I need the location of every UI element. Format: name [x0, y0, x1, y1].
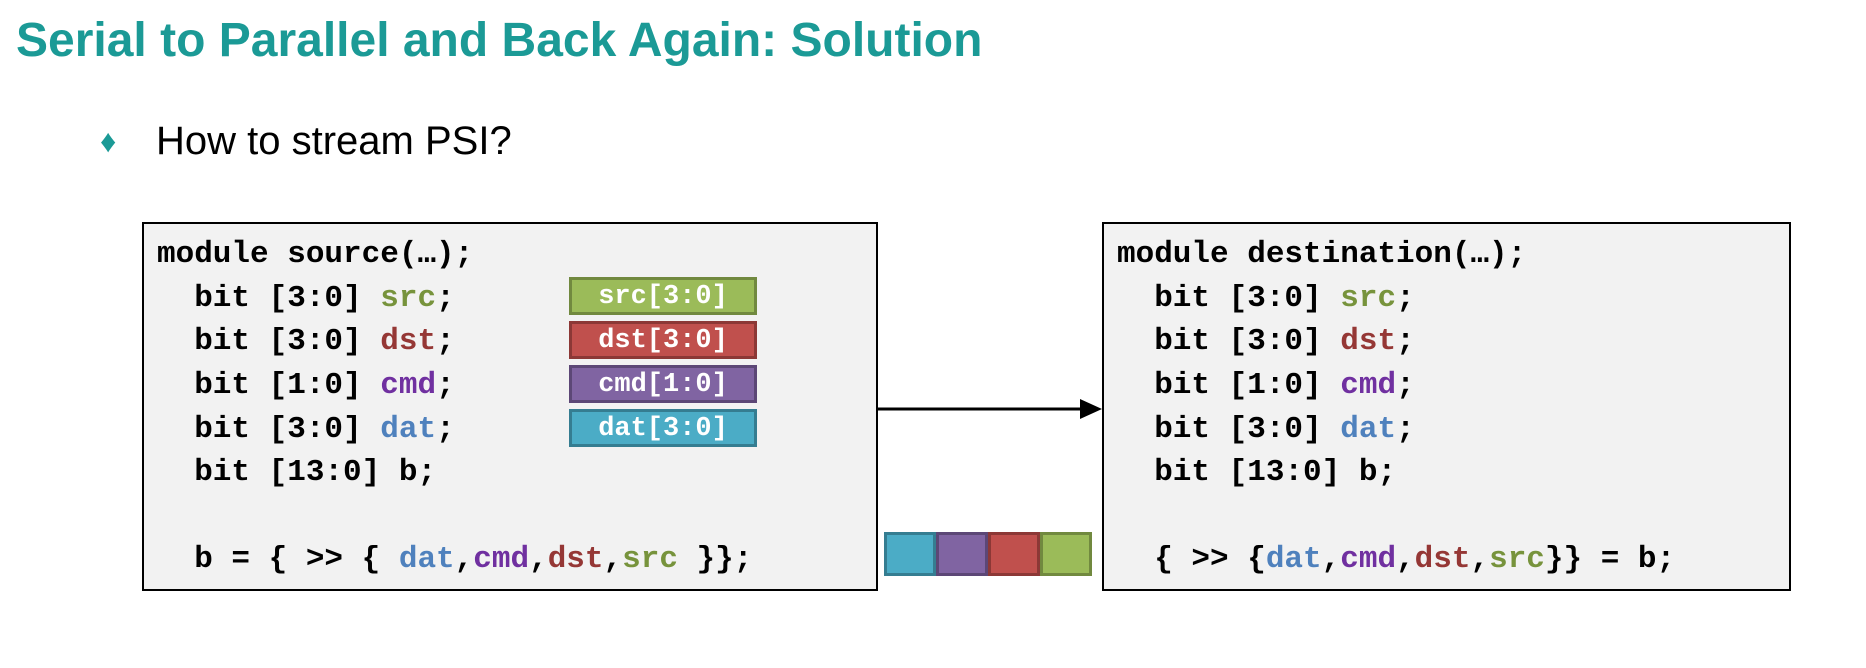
code-text: , [1396, 542, 1415, 577]
code-text: bit [13:0] b; [157, 455, 437, 490]
slide-title: Serial to Parallel and Back Again: Solut… [16, 14, 983, 67]
code-line-decl-b: bit [13:0] b; [1117, 453, 1396, 493]
code-text: ; [1396, 281, 1415, 316]
code-line-decl-src: bit [3:0] src; [1117, 279, 1415, 319]
cmd-signal-name: cmd [1340, 368, 1397, 403]
code-text: ; [436, 324, 455, 359]
code-text: bit [3:0] [1117, 412, 1341, 447]
code-text: bit [1:0] [1117, 368, 1341, 403]
dst-signal-name: dst [1340, 324, 1397, 359]
code-text: { >> { [1117, 542, 1266, 577]
code-text: }} = b; [1544, 542, 1676, 577]
code-line-stream-assign: { >> {dat,cmd,dst,src}} = b; [1117, 540, 1675, 580]
dat-field-badge: dat[3:0] [569, 409, 757, 447]
code-text: ; [436, 368, 455, 403]
code-text: ; [436, 412, 455, 447]
src-signal-name: src [622, 542, 678, 577]
code-line-decl-cmd: bit [1:0] cmd; [1117, 366, 1415, 406]
dst-signal-name: dst [547, 542, 604, 577]
packed-segment-src [1040, 532, 1092, 576]
dat-signal-name: dat [1340, 412, 1397, 447]
dat-signal-name: dat [380, 412, 437, 447]
cmd-signal-name: cmd [380, 368, 437, 403]
src-field-badge: src[3:0] [569, 277, 757, 315]
src-signal-name: src [380, 281, 437, 316]
code-line-module-header: module destination(…); [1117, 235, 1526, 275]
code-line-decl-dat: bit [3:0] dat; [157, 410, 455, 450]
dst-signal-name: dst [1414, 542, 1471, 577]
code-text: bit [1:0] [157, 368, 381, 403]
bullet-item: ♦ How to stream PSI? [100, 116, 512, 166]
code-line-module-header: module source(…); [157, 235, 473, 275]
code-text: }}; [677, 542, 753, 577]
source-module-code-box: module source(…); bit [3:0] src; bit [3:… [142, 222, 878, 591]
dst-signal-name: dst [380, 324, 437, 359]
code-line-decl-dat: bit [3:0] dat; [1117, 410, 1415, 450]
code-line-decl-src: bit [3:0] src; [157, 279, 455, 319]
code-text: , [1470, 542, 1490, 577]
destination-module-code-box: module destination(…); bit [3:0] src; bi… [1102, 222, 1791, 591]
code-text: module destination(…); [1117, 237, 1527, 272]
code-text: module source(…); [157, 237, 474, 272]
code-text: , [454, 542, 474, 577]
src-signal-name: src [1489, 542, 1545, 577]
code-text: , [1321, 542, 1341, 577]
cmd-field-badge: cmd[1:0] [569, 365, 757, 403]
code-text: ; [1396, 412, 1415, 447]
code-line-decl-cmd: bit [1:0] cmd; [157, 366, 455, 406]
packed-bit-stream [884, 532, 1092, 576]
packed-segment-cmd [936, 532, 988, 576]
packed-segment-dat [884, 532, 936, 576]
code-text: bit [3:0] [1117, 281, 1341, 316]
diamond-bullet-icon: ♦ [100, 123, 117, 159]
code-text: bit [3:0] [157, 324, 381, 359]
code-text: bit [3:0] [1117, 324, 1341, 359]
code-text: bit [3:0] [157, 281, 381, 316]
code-line-decl-dst: bit [3:0] dst; [1117, 322, 1415, 362]
code-text: , [603, 542, 623, 577]
src-signal-name: src [1340, 281, 1397, 316]
flow-arrow [878, 399, 1102, 419]
dat-signal-name: dat [1265, 542, 1322, 577]
dat-signal-name: dat [398, 542, 455, 577]
cmd-signal-name: cmd [473, 542, 530, 577]
code-line-decl-dst: bit [3:0] dst; [157, 322, 455, 362]
code-text: b = { >> { [157, 542, 399, 577]
dst-field-badge: dst[3:0] [569, 321, 757, 359]
code-line-decl-b: bit [13:0] b; [157, 453, 436, 493]
packed-segment-dst [988, 532, 1040, 576]
code-text: ; [1396, 324, 1415, 359]
code-text: , [529, 542, 548, 577]
code-text: ; [436, 281, 455, 316]
arrow-head-icon [1080, 399, 1102, 419]
code-text: bit [13:0] b; [1117, 455, 1397, 490]
code-text: ; [1396, 368, 1415, 403]
code-line-stream-assign: b = { >> { dat,cmd,dst,src }}; [157, 540, 752, 580]
code-text: bit [3:0] [157, 412, 381, 447]
cmd-signal-name: cmd [1340, 542, 1397, 577]
bullet-text: How to stream PSI? [156, 119, 512, 163]
